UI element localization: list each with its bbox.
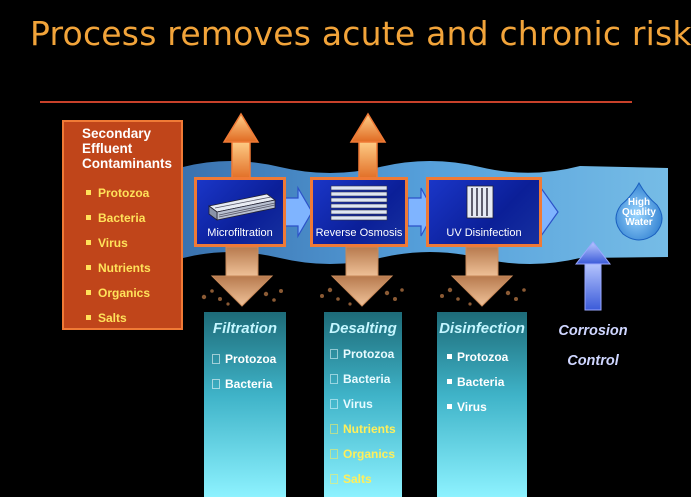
contaminant-item: Protozoa bbox=[86, 186, 149, 200]
output-line: Quality bbox=[622, 207, 656, 218]
water-drop bbox=[615, 181, 663, 241]
contaminant-item: Nutrients bbox=[86, 261, 151, 275]
process-box-uv-disinfection: UV Disinfection bbox=[426, 177, 542, 247]
contaminants-title-line: Effluent bbox=[82, 141, 133, 156]
contaminant-item: Bacteria bbox=[86, 211, 145, 225]
process-box-microfiltration: Microfiltration bbox=[194, 177, 286, 247]
stage-item: Protozoa bbox=[447, 350, 508, 364]
corrosion-line: Corrosion bbox=[558, 323, 628, 339]
contaminant-item: Virus bbox=[86, 236, 128, 250]
stage-item: Bacteria bbox=[212, 377, 272, 391]
stage-title: Filtration bbox=[212, 320, 278, 337]
contaminant-item: Organics bbox=[86, 286, 150, 300]
title-divider bbox=[40, 101, 632, 103]
stage-item: Protozoa bbox=[212, 352, 276, 366]
down-arrow-1 bbox=[210, 246, 274, 307]
contaminants-box: Secondary Effluent Contaminants Protozoa… bbox=[62, 120, 183, 330]
stage-filtration: Filtration Protozoa Bacteria bbox=[204, 312, 286, 497]
corrosion-arrow bbox=[574, 241, 612, 311]
stage-title: Disinfection bbox=[439, 320, 525, 337]
stage-disinfection: Disinfection Protozoa Bacteria Virus bbox=[437, 312, 527, 497]
stage-item: Organics bbox=[330, 447, 395, 461]
process-label: Microfiltration bbox=[207, 227, 273, 239]
stage-item: Bacteria bbox=[330, 372, 390, 386]
high-quality-water-label: High Quality Water bbox=[612, 198, 666, 228]
stage-item: Salts bbox=[330, 472, 372, 486]
corrosion-line: Control bbox=[567, 353, 619, 369]
uv-lamp-icon bbox=[466, 185, 494, 219]
slide-title: Process removes acute and chronic risks bbox=[30, 14, 691, 53]
contaminants-title-line: Contaminants bbox=[82, 156, 173, 171]
membrane-stack-icon bbox=[330, 185, 388, 221]
up-arrow-1 bbox=[222, 112, 260, 181]
process-box-reverse-osmosis: Reverse Osmosis bbox=[310, 177, 408, 247]
stage-desalting: Desalting Protozoa Bacteria Virus Nutrie… bbox=[324, 312, 402, 497]
sludge-particles bbox=[201, 287, 526, 306]
stage-title: Desalting bbox=[329, 320, 397, 337]
stage-item: Virus bbox=[330, 397, 373, 411]
stage-item: Protozoa bbox=[330, 347, 394, 361]
contaminant-item: Salts bbox=[86, 311, 127, 325]
contaminants-title: Secondary Effluent Contaminants bbox=[82, 126, 172, 171]
contaminants-title-line: Secondary bbox=[82, 126, 152, 141]
stage-item: Nutrients bbox=[330, 422, 396, 436]
stage-item: Bacteria bbox=[447, 375, 504, 389]
down-arrow-3 bbox=[450, 246, 514, 307]
process-label: Reverse Osmosis bbox=[315, 227, 403, 239]
output-line: High bbox=[627, 197, 651, 208]
corrosion-control-label: Corrosion Control bbox=[553, 316, 633, 376]
filter-cartridge-icon bbox=[208, 193, 276, 221]
stage-item: Virus bbox=[447, 400, 487, 414]
output-line: Water bbox=[625, 217, 653, 228]
down-arrow-2 bbox=[330, 246, 394, 307]
process-label: UV Disinfection bbox=[446, 227, 522, 239]
